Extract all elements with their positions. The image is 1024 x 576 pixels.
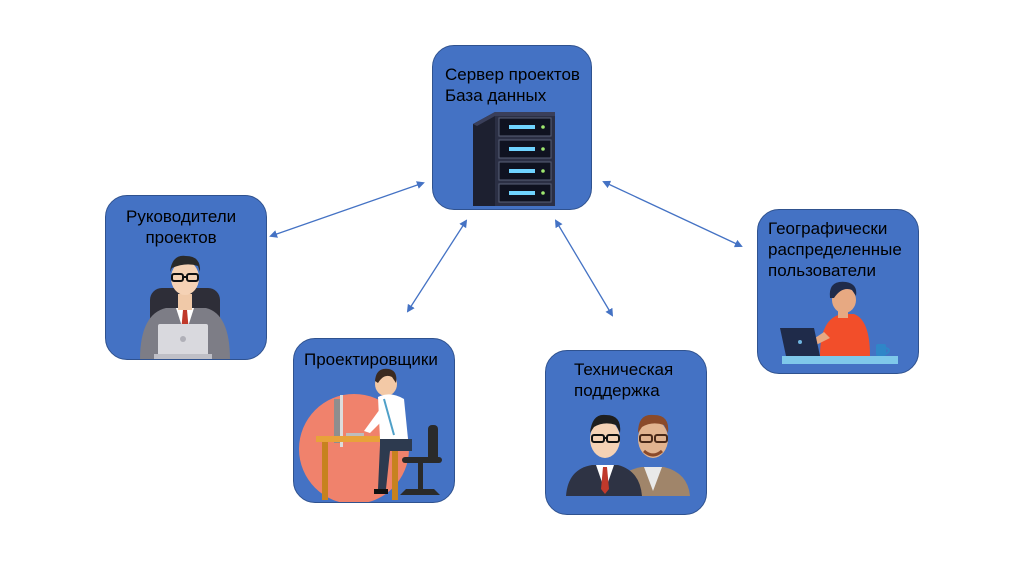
node-server: Сервер проектов База данных bbox=[432, 45, 592, 210]
manager-with-laptop-icon bbox=[140, 255, 230, 359]
node-geo-label: Географически распределенные пользовател… bbox=[768, 219, 902, 280]
arrow-server-managers bbox=[269, 181, 425, 238]
node-managers: Руководители проектов bbox=[105, 195, 267, 360]
node-support: Техническая поддержка bbox=[545, 350, 707, 515]
node-designers-label: Проектировщики bbox=[304, 350, 438, 369]
server-rack-icon bbox=[473, 112, 555, 206]
arrow-server-geo bbox=[602, 180, 743, 248]
support-team-icon bbox=[566, 414, 690, 496]
node-support-label: Техническая поддержка bbox=[574, 360, 674, 400]
arrow-server-support bbox=[554, 219, 614, 317]
arrow-server-designers bbox=[406, 219, 468, 313]
node-designers: Проектировщики bbox=[293, 338, 455, 503]
designer-at-desk-icon bbox=[299, 368, 442, 502]
remote-user-laptop-icon bbox=[780, 281, 898, 364]
node-geo-users: Географически распределенные пользовател… bbox=[757, 209, 919, 374]
node-managers-label: Руководители проектов bbox=[126, 207, 237, 247]
node-server-label: Сервер проектов База данных bbox=[445, 65, 580, 105]
